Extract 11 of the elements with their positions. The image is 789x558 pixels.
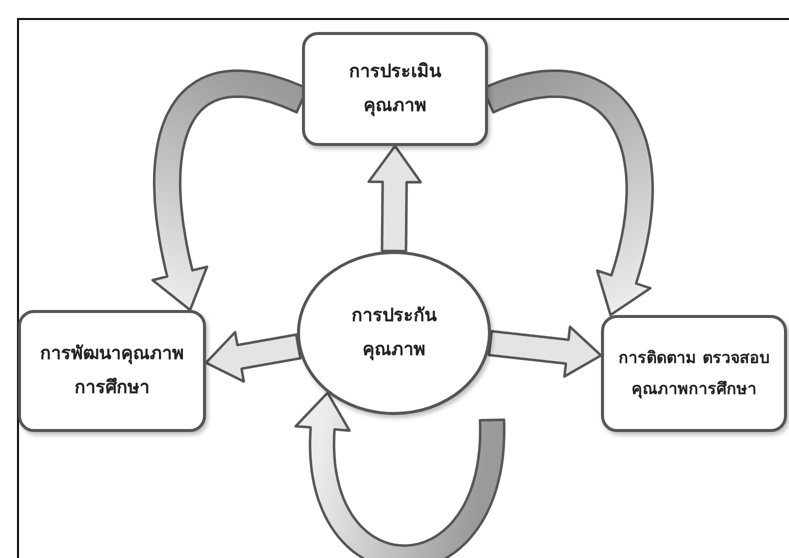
block-arrow xyxy=(367,144,422,252)
process-box xyxy=(601,315,787,432)
node-label: การประเมินคุณภาพ xyxy=(348,60,442,118)
process-box xyxy=(18,310,206,432)
block-arrow xyxy=(488,326,602,378)
node-label: การติดตาม ตรวจสอบคุณภาพการศึกษา xyxy=(618,347,770,400)
block-arrow xyxy=(204,330,302,383)
node-label: การพัฒนาคุณภาพการศึกษา xyxy=(39,342,185,400)
node-label: การประกันคุณภาพ xyxy=(350,304,438,362)
process-box xyxy=(302,32,488,146)
curved-block-arrow xyxy=(294,392,506,558)
